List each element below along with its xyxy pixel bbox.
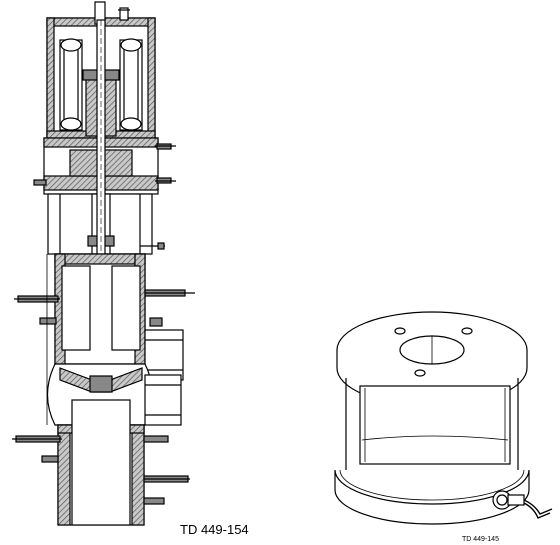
bolt-hole xyxy=(414,369,426,377)
cable-gland xyxy=(492,490,553,519)
bolt-hole xyxy=(461,327,473,335)
housing-drawing-label: TD 449-145 xyxy=(462,536,499,543)
bolt-hole xyxy=(394,327,406,335)
valve-sectional-drawing xyxy=(12,1,195,526)
lantern-housing xyxy=(47,193,165,255)
housing-base-ring xyxy=(334,469,530,525)
cylinder-housing-drawing xyxy=(334,311,553,525)
inspection-window xyxy=(359,385,511,465)
valve-drawing-label: TD 449-154 xyxy=(180,522,249,537)
lower-valve-body xyxy=(12,399,190,526)
upper-valve-body xyxy=(14,253,195,381)
